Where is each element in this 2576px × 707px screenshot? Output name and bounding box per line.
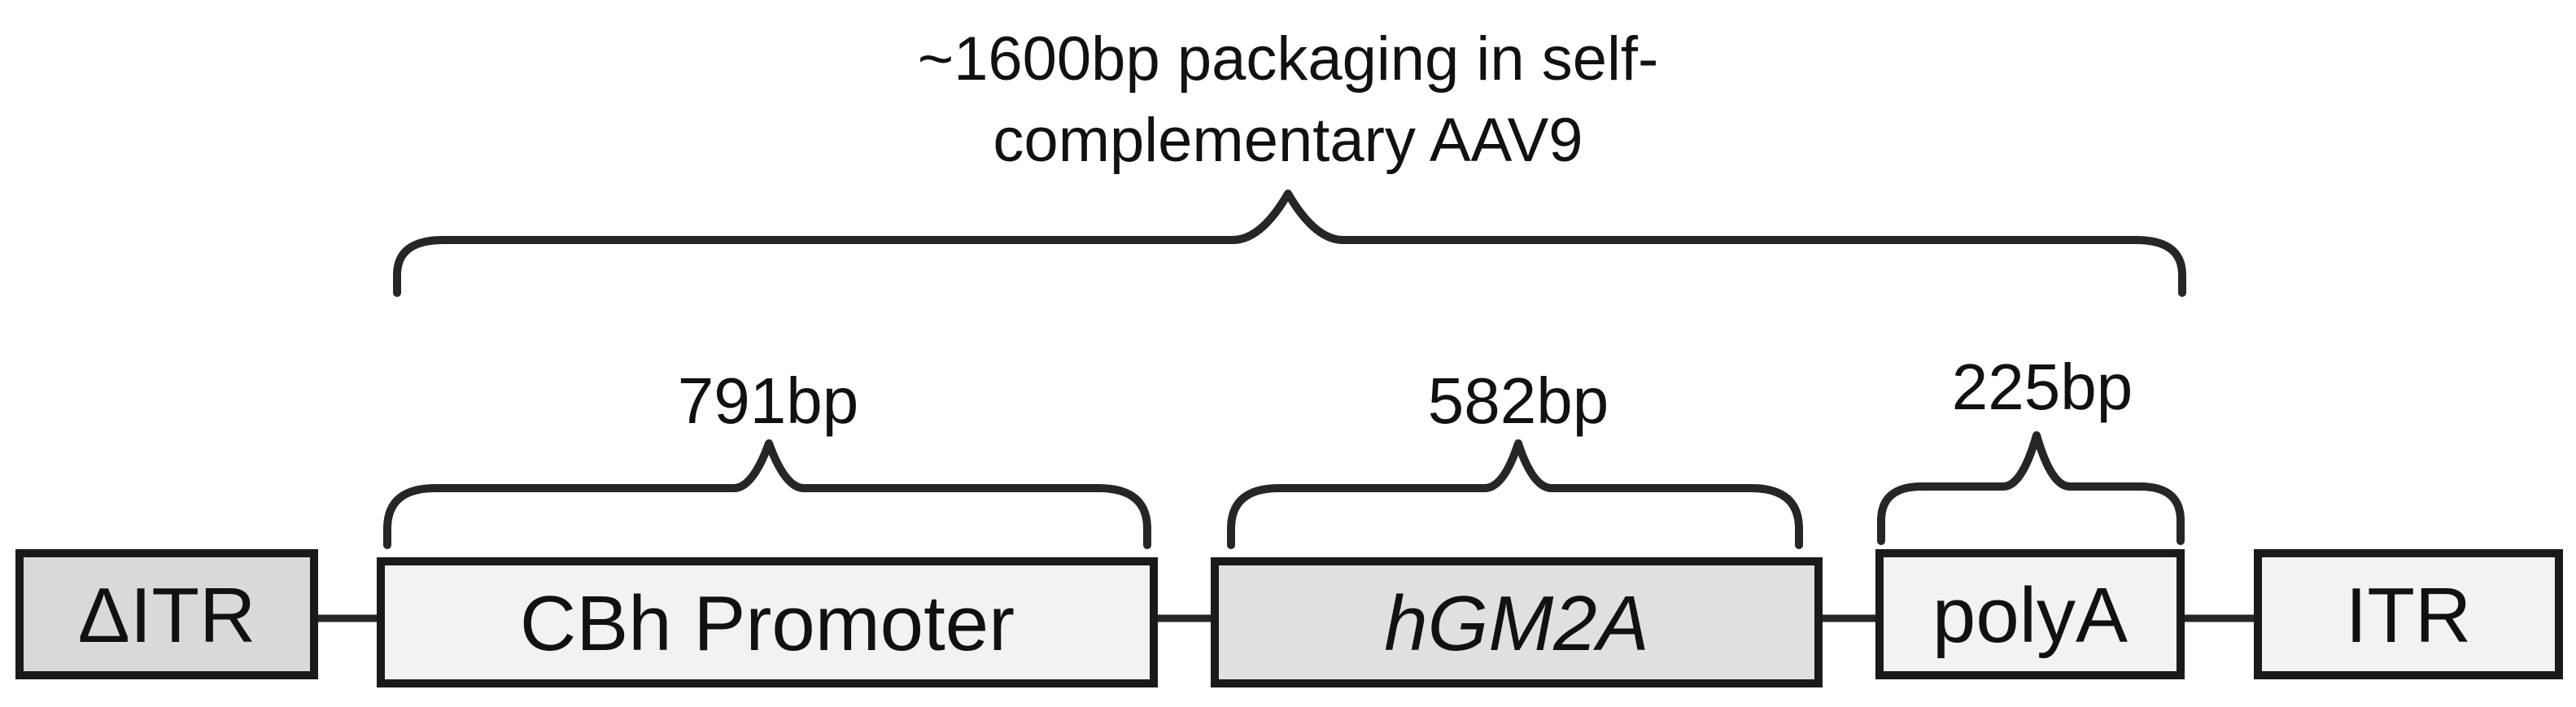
- delta-itr-label: ΔITR: [78, 572, 256, 659]
- packaging-label-line2: complementary AAV9: [993, 106, 1583, 175]
- promoter-brace: [383, 439, 1151, 549]
- cbh-promoter-box: [377, 557, 1158, 687]
- polya-size-label: 225bp: [1952, 351, 2133, 423]
- packaging-label-line1: ~1600bp packaging in self-: [918, 24, 1659, 94]
- polya-label: polyA: [1932, 572, 2128, 659]
- promoter-size-label: 791bp: [678, 364, 858, 437]
- itr-box: [2254, 549, 2563, 679]
- delta-itr-box: [15, 549, 318, 679]
- itr-label: ITR: [2346, 572, 2472, 659]
- gene-brace: [1227, 439, 1803, 549]
- polya-brace: [1877, 431, 2185, 545]
- polya-box: [1875, 549, 2185, 679]
- cbh-promoter-label: CBh Promoter: [520, 580, 1015, 667]
- gene-size-label: 582bp: [1428, 364, 1609, 437]
- hgm2a-gene-box: [1211, 557, 1823, 687]
- packaging-brace: [393, 190, 2186, 297]
- hgm2a-gene-label: hGM2A: [1384, 580, 1648, 667]
